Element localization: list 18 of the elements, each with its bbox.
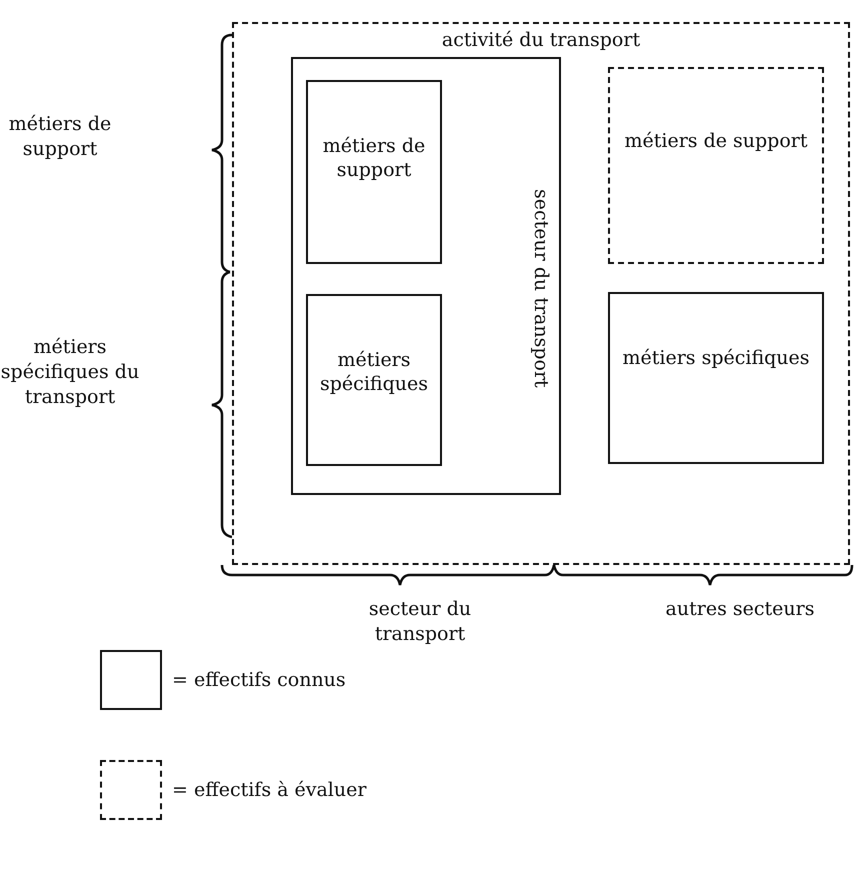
legend-text: = effectifs connus <box>172 668 346 693</box>
category-box <box>306 294 442 466</box>
legend-text: = effectifs à évaluer <box>172 778 366 803</box>
category-box <box>291 57 561 495</box>
box-title: secteur du transport <box>529 188 553 390</box>
brace-label: métiers de support <box>8 112 112 162</box>
box-title: activité du transport <box>440 28 642 52</box>
category-box <box>232 22 850 565</box>
brace-label: secteur du transport <box>368 597 472 647</box>
brace-label: autres secteurs <box>664 597 816 622</box>
category-box <box>608 292 824 464</box>
box-title: métiers de support <box>623 129 808 153</box>
box-title: métiers spécifiques <box>621 346 811 370</box>
brace-label: métiers spécifiques du transport <box>0 335 140 410</box>
category-box <box>306 80 442 264</box>
box-title: métiers spécifiques <box>319 348 429 396</box>
category-box <box>608 67 824 264</box>
box-title: métiers de support <box>322 134 426 182</box>
